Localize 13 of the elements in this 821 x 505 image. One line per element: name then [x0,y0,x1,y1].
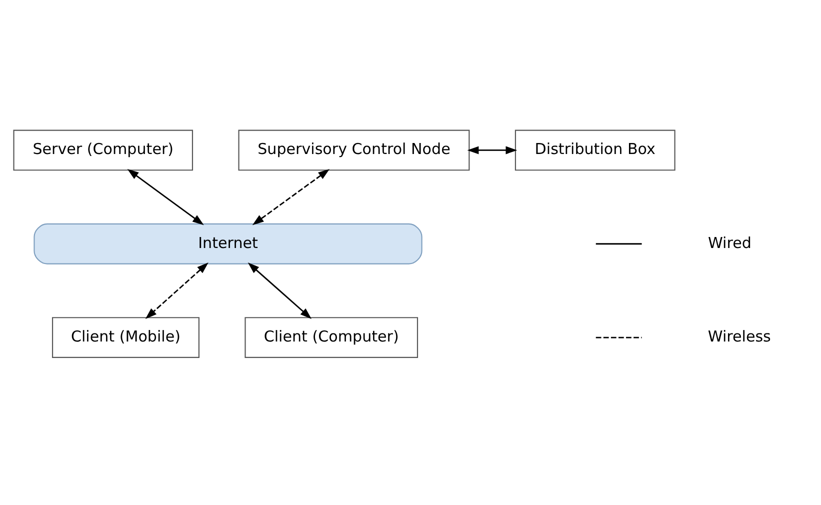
node-box: Client (Mobile) [52,317,200,358]
arrow [127,169,204,226]
node-box: Internet [34,223,422,264]
node-box: Client (Computer) [244,317,418,358]
arrow [145,262,208,319]
legend-label: Wired [708,234,752,252]
arrow [248,262,312,319]
arrow [467,146,518,154]
arrow [252,169,330,226]
node-box: Server (Computer) [13,130,194,171]
legend-label: Wireless [708,328,771,346]
node-box: Supervisory Control Node [238,130,470,171]
node-box: Distribution Box [514,130,676,171]
